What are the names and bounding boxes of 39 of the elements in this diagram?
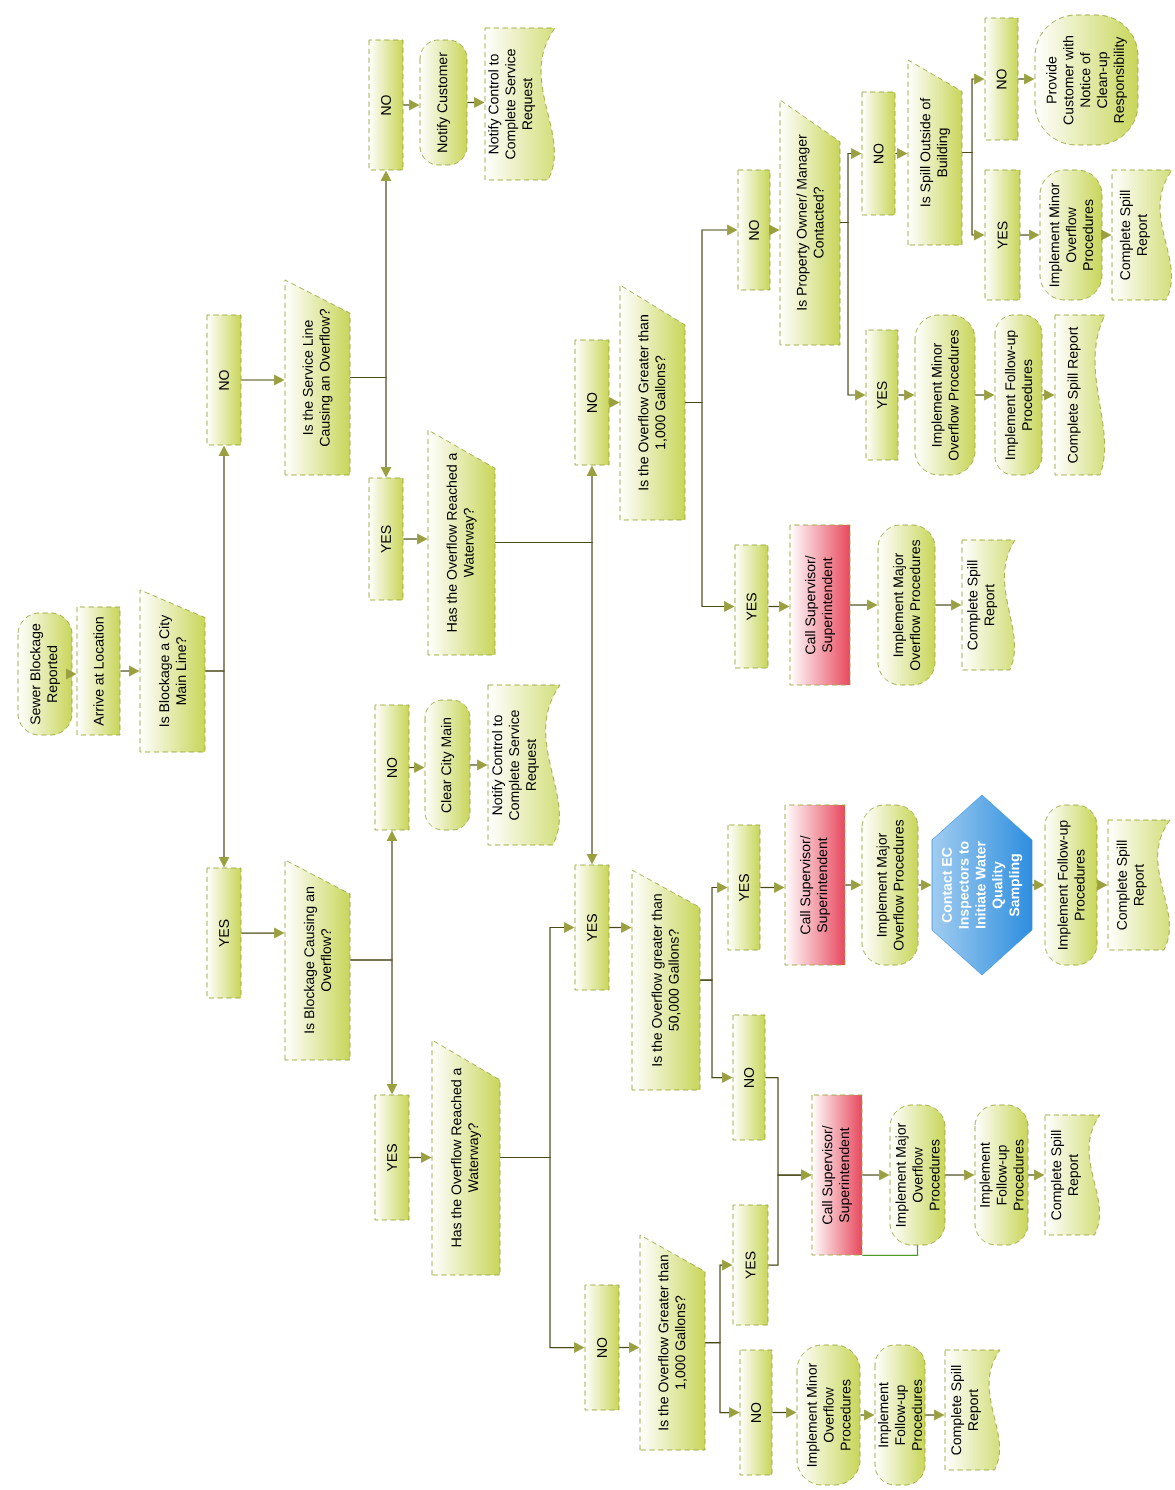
connector-line [861, 1244, 919, 1256]
alert-box: Call Supervisor/ Superintendent [789, 524, 851, 686]
branch-box: NO [861, 91, 896, 216]
rounded-process-box: Implement Follow-up Procedures [974, 1104, 1029, 1246]
branch-box: NO [374, 704, 410, 831]
branch-box: YES [734, 544, 769, 669]
rounded-process-box: Clear City Main [424, 699, 471, 831]
branch-box: NO [984, 17, 1019, 141]
branch-box: NO [206, 314, 242, 446]
branch-box: YES [368, 477, 404, 601]
branch-box: YES [374, 1094, 410, 1221]
branch-box: YES [984, 169, 1021, 301]
alert-box: Call Supervisor/ Superintendent [784, 804, 846, 966]
rounded-process-box: Notify Customer [419, 39, 468, 166]
branch-box: NO [737, 169, 771, 291]
process-box: Arrive at Location [76, 606, 121, 736]
branch-box: YES [732, 1204, 769, 1326]
rounded-process-box: Implement Major Overflow Procedures [889, 1104, 946, 1246]
branch-box: YES [865, 329, 899, 461]
branch-box: NO [739, 1349, 773, 1476]
branch-box: YES [574, 864, 610, 991]
branch-box: NO [368, 39, 404, 171]
rounded-process-box: Provide Customer with Notice of Clean-up Responsibility [1034, 14, 1139, 146]
hexagon-box: Contact EC Inspectors to Initiate Water Quality Sampling [931, 794, 1033, 976]
rounded-process-box: Implement Follow-up Procedures [994, 314, 1043, 476]
rounded-process-box: Implement Major Overflow Procedures [877, 524, 936, 686]
alert-box: Call Supervisor/ Superintendent [811, 1094, 863, 1256]
branch-box: NO [732, 1014, 766, 1141]
rounded-process-box: Implement Minor Overflow Procedures [796, 1344, 861, 1486]
rounded-process-box: Implement Follow-up Procedures [1044, 804, 1098, 966]
branch-box: YES [727, 824, 761, 951]
branch-box: NO [584, 1284, 620, 1411]
rounded-process-box: Implement Minor Overflow Procedures [1039, 169, 1103, 301]
rounded-process-box: Implement Major Overflow Procedures [861, 804, 919, 966]
branch-box: NO [574, 339, 610, 466]
branch-box: YES [206, 867, 242, 999]
rounded-process-box: Implement Follow-up Procedures [874, 1344, 926, 1486]
rounded-process-box: Sewer Blockage Reported [17, 612, 73, 736]
rounded-process-box: Implement Minor Overflow Procedures [914, 314, 976, 476]
